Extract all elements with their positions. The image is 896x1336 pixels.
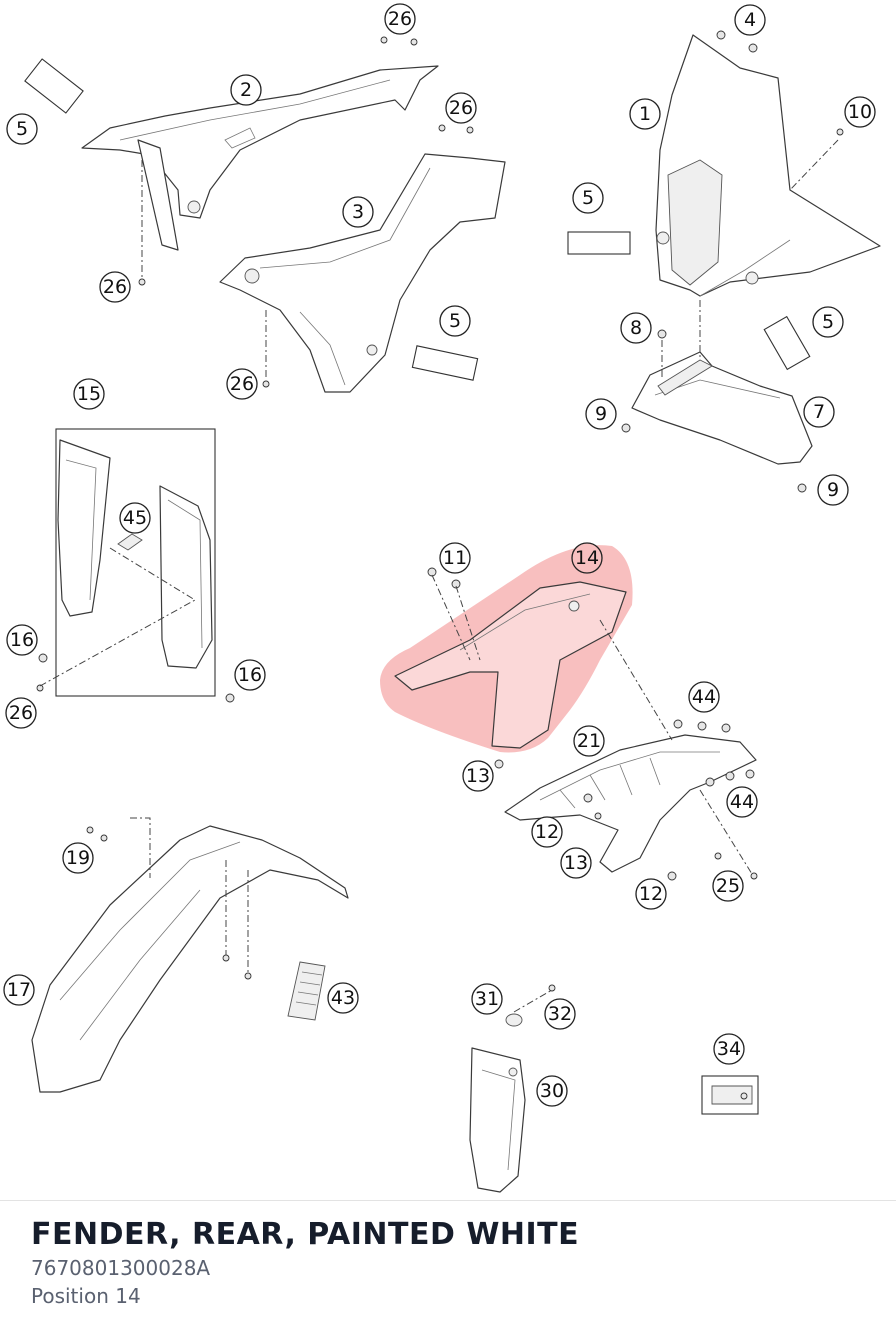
callout-5d[interactable]: 5: [812, 306, 844, 338]
callout-26c[interactable]: 26: [99, 271, 131, 303]
callout-30[interactable]: 30: [536, 1075, 568, 1107]
callout-12b[interactable]: 12: [635, 878, 667, 910]
svg-text:13: 13: [466, 765, 490, 787]
callout-32[interactable]: 32: [544, 998, 576, 1030]
svg-text:3: 3: [352, 201, 364, 223]
callout-7[interactable]: 7: [803, 396, 835, 428]
svg-text:44: 44: [692, 686, 716, 708]
svg-text:5: 5: [16, 118, 28, 140]
svg-text:14: 14: [575, 547, 599, 569]
svg-text:15: 15: [77, 383, 101, 405]
part-lamp-bracket[interactable]: [631, 351, 813, 465]
callout-9a[interactable]: 9: [585, 398, 617, 430]
svg-text:5: 5: [582, 187, 594, 209]
svg-text:16: 16: [238, 664, 262, 686]
callout-43[interactable]: 43: [327, 982, 359, 1014]
callout-26b[interactable]: 26: [445, 92, 477, 124]
callout-8[interactable]: 8: [620, 312, 652, 344]
svg-text:1: 1: [639, 103, 651, 125]
part-number-plate[interactable]: [655, 34, 881, 297]
callout-26d[interactable]: 26: [226, 368, 258, 400]
callout-5a[interactable]: 5: [6, 113, 38, 145]
svg-text:19: 19: [66, 847, 90, 869]
part-number: 7670801300028A: [31, 1256, 211, 1280]
part-mud-flap[interactable]: [469, 1013, 526, 1193]
svg-text:30: 30: [540, 1080, 564, 1102]
callout-16b[interactable]: 16: [234, 659, 266, 691]
callout-11[interactable]: 11: [439, 542, 471, 574]
callout-10[interactable]: 10: [844, 96, 876, 128]
part-fork-guards[interactable]: [55, 428, 216, 697]
svg-text:5: 5: [822, 311, 834, 333]
svg-text:13: 13: [564, 852, 588, 874]
part-subframe[interactable]: [504, 734, 757, 873]
callout-26e[interactable]: 26: [5, 697, 37, 729]
callout-13a[interactable]: 13: [462, 760, 494, 792]
callout-13b[interactable]: 13: [560, 847, 592, 879]
svg-text:4: 4: [744, 9, 756, 31]
svg-text:8: 8: [630, 317, 642, 339]
svg-text:26: 26: [9, 702, 33, 724]
svg-text:9: 9: [595, 403, 607, 425]
part-side-panel-left[interactable]: [81, 65, 439, 251]
svg-text:32: 32: [548, 1003, 572, 1025]
callout-25[interactable]: 25: [712, 870, 744, 902]
callout-4[interactable]: 4: [734, 4, 766, 36]
callout-15[interactable]: 15: [73, 378, 105, 410]
callout-45[interactable]: 45: [119, 502, 151, 534]
part-front-fender[interactable]: [31, 825, 349, 1093]
callout-1[interactable]: 1: [629, 98, 661, 130]
svg-text:26: 26: [230, 373, 254, 395]
parts-diagram: 26 4 2 26 1 10 5 3 5 26 5 8 5 26 15 9 7 …: [3, 3, 881, 1193]
svg-text:10: 10: [848, 101, 872, 123]
svg-text:45: 45: [123, 507, 147, 529]
svg-text:11: 11: [443, 547, 467, 569]
callout-17[interactable]: 17: [3, 974, 35, 1006]
part-rear-fender-highlighted[interactable]: [380, 545, 633, 753]
callout-14[interactable]: 14: [571, 542, 603, 574]
svg-text:5: 5: [449, 310, 461, 332]
hardware-kits: [24, 58, 811, 381]
svg-text:43: 43: [331, 987, 355, 1009]
callout-19[interactable]: 19: [62, 842, 94, 874]
svg-text:9: 9: [827, 479, 839, 501]
svg-text:12: 12: [535, 821, 559, 843]
callout-16a[interactable]: 16: [6, 624, 38, 656]
svg-text:26: 26: [103, 276, 127, 298]
callout-2[interactable]: 2: [230, 74, 262, 106]
callout-5b[interactable]: 5: [572, 182, 604, 214]
svg-text:44: 44: [730, 791, 754, 813]
svg-text:26: 26: [449, 97, 473, 119]
part-decal[interactable]: [287, 961, 326, 1021]
svg-text:16: 16: [10, 629, 34, 651]
callout-44a[interactable]: 44: [688, 681, 720, 713]
svg-text:31: 31: [475, 988, 499, 1010]
part-info-footer: [0, 1200, 896, 1336]
svg-text:26: 26: [388, 8, 412, 30]
callout-31[interactable]: 31: [471, 983, 503, 1015]
callout-44b[interactable]: 44: [726, 786, 758, 818]
highlight-area: [380, 545, 633, 753]
svg-text:34: 34: [717, 1038, 741, 1060]
assembly-lines: [39, 139, 839, 1013]
hardware-screws: [36, 30, 844, 992]
part-position: Position 14: [31, 1284, 141, 1308]
callout-34[interactable]: 34: [713, 1033, 745, 1065]
callout-3[interactable]: 3: [342, 196, 374, 228]
svg-text:25: 25: [716, 875, 740, 897]
svg-text:17: 17: [7, 979, 31, 1001]
part-title: FENDER, REAR, PAINTED WHITE: [31, 1217, 580, 1252]
callout-21[interactable]: 21: [573, 725, 605, 757]
callout-5c[interactable]: 5: [439, 305, 471, 337]
callout-12a[interactable]: 12: [531, 816, 563, 848]
svg-text:12: 12: [639, 883, 663, 905]
callout-26a[interactable]: 26: [384, 3, 416, 35]
part-side-panel-right[interactable]: [219, 153, 506, 393]
svg-text:7: 7: [813, 401, 825, 423]
part-bracket-plate[interactable]: [701, 1075, 759, 1115]
svg-text:2: 2: [240, 79, 252, 101]
callout-9b[interactable]: 9: [817, 474, 849, 506]
svg-text:21: 21: [577, 730, 601, 752]
